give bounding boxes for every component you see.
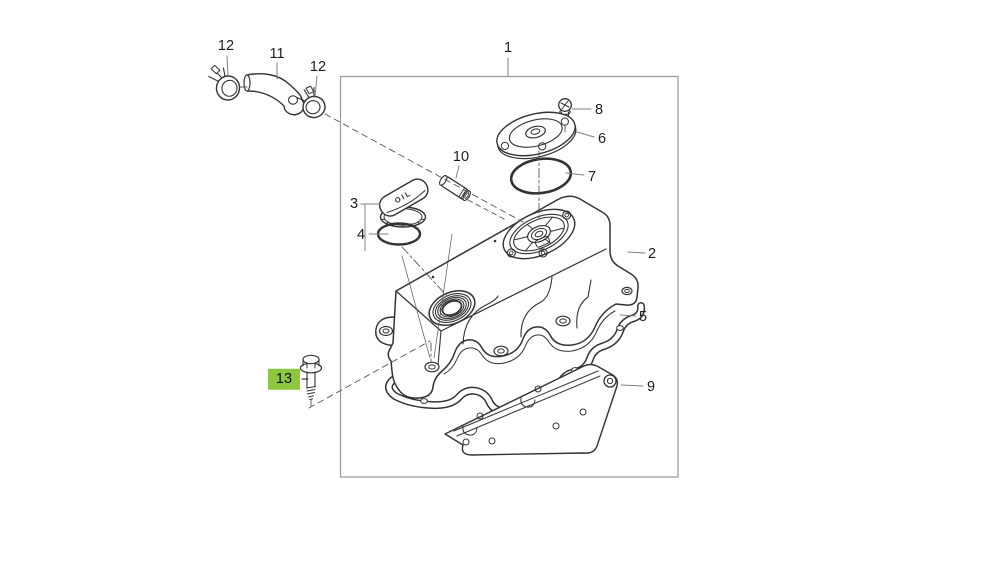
callout-cap-o-ring[interactable]: 4: [356, 226, 366, 243]
callout-cover-bolt[interactable]: 13: [267, 368, 301, 390]
diagram-frame: [339, 75, 679, 478]
leader-line-hose-clamp-right: [314, 75, 318, 97]
leader-line-cover-gasket: [619, 314, 637, 317]
breather-hub: [502, 208, 576, 260]
hose-clamp-left: [208, 64, 241, 101]
cover-bolt: [299, 354, 323, 400]
callout-baffle-plate[interactable]: 9: [646, 378, 656, 395]
leader-line-hose-clamp-left: [226, 55, 229, 76]
callout-breather-tube[interactable]: 10: [452, 148, 470, 165]
breather-tube: [439, 174, 471, 202]
leader-line-breather-tube: [455, 165, 460, 179]
breather-o-ring: [509, 157, 573, 195]
head-cover: [375, 195, 639, 399]
leader-line-breather-cover-plate: [576, 131, 595, 138]
baffle-plate: [444, 363, 619, 456]
leader-line-baffle-plate: [620, 384, 644, 387]
callout-hose-clamp-left[interactable]: 12: [217, 37, 235, 54]
callout-plate-screw[interactable]: 8: [594, 101, 604, 118]
callout-breather-o-ring[interactable]: 7: [587, 168, 597, 185]
callout-assembly-frame[interactable]: 1: [503, 39, 513, 56]
callout-hose-clamp-right[interactable]: 12: [309, 58, 327, 75]
callout-cover-gasket[interactable]: 5: [638, 308, 648, 325]
breather-hose: [243, 73, 305, 116]
callout-head-cover[interactable]: 2: [647, 245, 657, 262]
oil-filler-cap: OIL: [378, 178, 429, 228]
breather-cover-plate: [496, 111, 577, 160]
callout-breather-hose[interactable]: 11: [269, 45, 285, 62]
assembly-lines: [239, 86, 566, 409]
callout-breather-cover-plate[interactable]: 6: [597, 130, 607, 147]
leader-line-breather-o-ring: [565, 172, 585, 176]
callout-oil-filler-cap[interactable]: 3: [349, 195, 359, 212]
callout-leader-lines: [226, 55, 646, 387]
hose-clamp-right: [296, 85, 326, 119]
leader-line-head-cover: [627, 251, 646, 254]
